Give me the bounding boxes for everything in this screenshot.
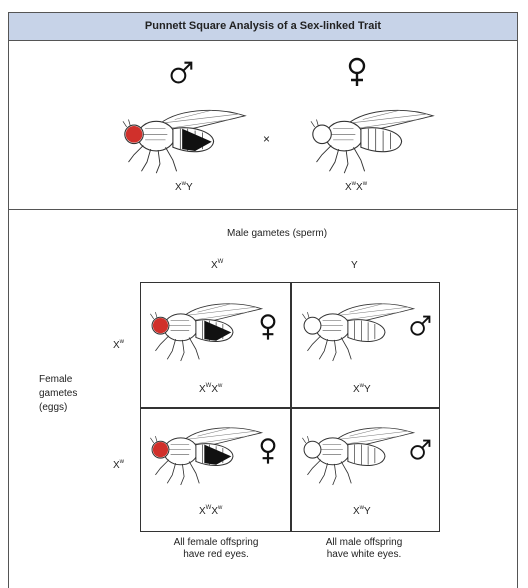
male-parent-genotype: XwY <box>175 181 193 193</box>
offspring-fly-male-white <box>299 295 417 363</box>
female-gamete-2: Xw <box>113 459 124 471</box>
offspring-fly-male-white <box>299 419 417 487</box>
cell-genotype: XWXw <box>199 505 222 517</box>
figure-title: Punnett Square Analysis of a Sex-linked … <box>9 13 517 41</box>
female-symbol-icon <box>259 313 277 341</box>
cell-genotype: XwY <box>353 383 371 395</box>
male-gamete-1: XW <box>211 259 223 271</box>
grid-horizontal-line <box>141 407 439 409</box>
male-parent-fly <box>119 101 249 175</box>
female-offspring-caption: All female offspring have red eyes. <box>151 537 281 561</box>
female-parent-genotype: XwXw <box>345 181 367 193</box>
female-symbol-icon <box>259 437 277 465</box>
female-gamete-1: Xw <box>113 339 124 351</box>
punnett-square: XWXw XwY XWXw XwY <box>140 282 440 532</box>
female-parent-fly <box>307 101 437 175</box>
male-gamete-2: Y <box>351 259 358 271</box>
cross-symbol: × <box>263 132 270 146</box>
female-symbol-icon <box>347 57 367 87</box>
male-symbol-icon <box>409 439 431 461</box>
male-symbol-icon <box>409 315 431 337</box>
male-offspring-caption: All male offspring have white eyes. <box>299 537 429 561</box>
cell-genotype: XwY <box>353 505 371 517</box>
male-gametes-label: Male gametes (sperm) <box>227 228 327 239</box>
offspring-fly-female-red <box>147 419 265 487</box>
female-gametes-label: Female gametes (eggs) <box>39 373 77 415</box>
cell-genotype: XWXw <box>199 383 222 395</box>
figure-frame: Punnett Square Analysis of a Sex-linked … <box>8 12 518 588</box>
male-symbol-icon <box>169 61 193 85</box>
section-divider <box>9 209 517 210</box>
offspring-fly-female-red <box>147 295 265 363</box>
